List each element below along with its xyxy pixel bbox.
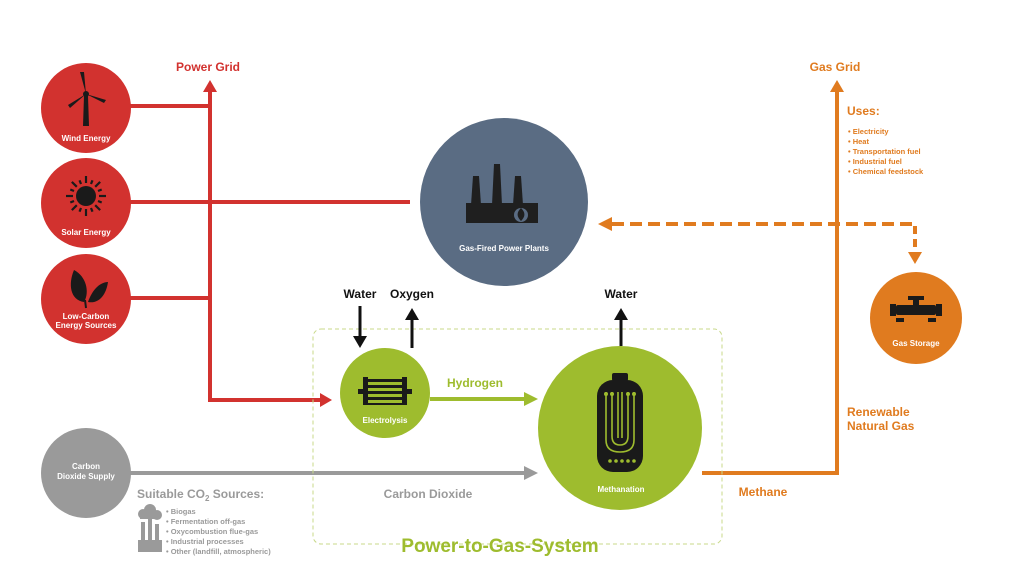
sun-ray [69, 188, 75, 193]
node-low-carbon-energy: Low-Carbon Energy Sources [41, 254, 131, 344]
co2-source-2: • Oxycombustion flue-gas [166, 527, 258, 536]
power-lines [128, 80, 410, 407]
node-gas-power-plant: Gas-Fired Power Plants [420, 118, 588, 286]
electrolysis-input-arrowhead [320, 393, 332, 407]
co2-sources-title: Suitable CO2 Sources: [137, 487, 264, 503]
sun-ray [94, 204, 101, 211]
gas-grid-label: Gas Grid [810, 60, 861, 74]
sun-ray [97, 188, 103, 193]
electrolysis-label: Electrolysis [363, 416, 408, 425]
hydrogen-label: Hydrogen [447, 376, 503, 390]
renewable-label-1: Renewable [847, 405, 910, 419]
uses-list: • Electricity • Heat • Transportation fu… [848, 127, 924, 176]
water-out-arrow [614, 308, 628, 346]
oxygen-out-arrow [405, 308, 419, 348]
reactor-icon [597, 373, 643, 472]
storage-dashed-arrowhead [908, 252, 922, 264]
sun-icon [66, 176, 106, 216]
co2-source-3: • Industrial processes [166, 537, 244, 546]
gas-lines [598, 80, 922, 475]
low-carbon-label-1: Low-Carbon [63, 312, 110, 321]
low-carbon-label-2: Energy Sources [56, 321, 117, 330]
sun-ray [97, 199, 103, 204]
electrolyzer-icon [358, 377, 412, 405]
solar-energy-label: Solar Energy [61, 228, 111, 237]
water-in-label: Water [344, 287, 377, 301]
co2-flow [130, 466, 538, 480]
node-electrolysis: Electrolysis [340, 348, 430, 438]
uses-item-3: • Industrial fuel [848, 157, 902, 166]
node-co2-supply: Carbon Dioxide Supply [41, 428, 131, 518]
leaf-icon [70, 270, 108, 309]
sun-ray [71, 204, 78, 211]
renewable-label-2: Natural Gas [847, 419, 915, 433]
water-out-label: Water [605, 287, 638, 301]
power-grid-label: Power Grid [176, 60, 240, 74]
hydrogen-flow [430, 392, 538, 406]
gas-storage-label: Gas Storage [892, 339, 940, 348]
uses-item-4: • Chemical feedstock [848, 167, 924, 176]
sun-ray [71, 181, 78, 188]
sun-ray [78, 207, 83, 213]
gas-power-plant-label: Gas-Fired Power Plants [459, 244, 549, 253]
uses-title: Uses: [847, 104, 880, 118]
uses-item-0: • Electricity [848, 127, 889, 136]
wind-turbine-icon [68, 72, 106, 126]
sun-ray [89, 207, 94, 213]
node-gas-storage: Gas Storage [870, 272, 962, 364]
wind-energy-label: Wind Energy [62, 134, 111, 143]
gas-grid-arrowhead [830, 80, 844, 92]
co2-source-1: • Fermentation off-gas [166, 517, 245, 526]
water-in-arrow [353, 306, 367, 348]
uses-item-2: • Transportation fuel [848, 147, 921, 156]
methane-label: Methane [739, 485, 788, 499]
co2-supply-label-2: Dioxide Supply [57, 472, 115, 481]
power-grid-arrowhead [203, 80, 217, 92]
co2-source-4: • Other (landfill, atmospheric) [166, 547, 271, 556]
methanation-label: Methanation [597, 485, 644, 494]
sun-ray [94, 181, 101, 188]
node-wind-energy: Wind Energy [41, 63, 131, 153]
co2-source-0: • Biogas [166, 507, 196, 516]
sun-ray [78, 179, 83, 185]
sun-ray [69, 199, 75, 204]
node-methanation: Methanation [538, 346, 702, 510]
sun-ray [89, 179, 94, 185]
oxygen-label: Oxygen [390, 287, 434, 301]
uses-item-1: • Heat [848, 137, 869, 146]
factory-icon [466, 164, 538, 223]
smokestack-cloud-icon [138, 504, 162, 552]
co2-sources-list: • Biogas • Fermentation off-gas • Oxycom… [166, 507, 271, 556]
plant-dashed-arrowhead [598, 217, 612, 231]
gas-valve-icon [890, 296, 942, 322]
carbon-dioxide-label: Carbon Dioxide [384, 487, 473, 501]
system-boundary [312, 328, 723, 545]
system-title: Power-to-Gas-System [401, 536, 598, 557]
co2-supply-label-1: Carbon [72, 462, 100, 471]
node-solar-energy: Solar Energy [41, 158, 131, 248]
